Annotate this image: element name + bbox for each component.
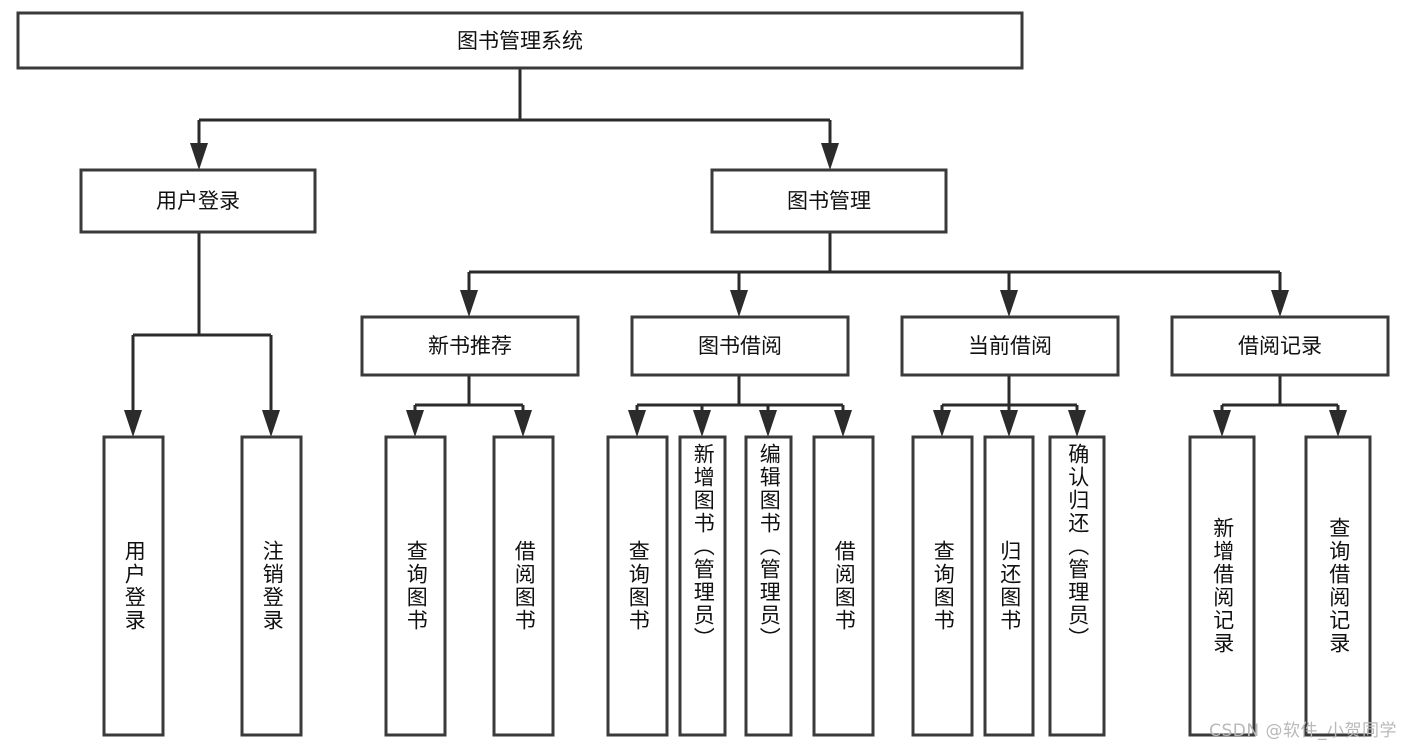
arrow-new-book-leaf2 bbox=[514, 410, 532, 437]
csdn-watermark: CSDN @软件_小贺同学 bbox=[1209, 721, 1397, 741]
node-label-book-borrow: 图书借阅 bbox=[698, 334, 782, 358]
node-layer: 图书管理系统 用户登录 图书管理 新书推荐 图书借阅 当前借阅 借阅记录 bbox=[16, 11, 1390, 737]
arrow-book-borrow-leaf2 bbox=[693, 410, 711, 437]
leaf-box-book-borrow-edit[interactable] bbox=[744, 435, 793, 737]
arrow-to-new-book bbox=[460, 290, 478, 317]
leaf-box-user-login-login[interactable] bbox=[102, 435, 165, 737]
leaf-box-new-book-borrow[interactable] bbox=[492, 435, 555, 737]
arrow-root-to-book-mgmt bbox=[821, 143, 839, 170]
connector-layer bbox=[124, 68, 1347, 437]
node-label-book-management: 图书管理 bbox=[787, 189, 871, 213]
leaf-box-borrow-record-add[interactable] bbox=[1188, 435, 1256, 737]
arrow-new-book-leaf1 bbox=[406, 410, 424, 437]
leaf-box-current-borrow-return[interactable] bbox=[983, 435, 1035, 737]
node-box-root[interactable] bbox=[16, 11, 1024, 70]
arrow-book-borrow-leaf4 bbox=[834, 410, 852, 437]
node-box-book-management[interactable] bbox=[710, 168, 948, 234]
arrow-current-borrow-leaf2 bbox=[1000, 410, 1018, 437]
node-box-current-borrow[interactable] bbox=[900, 315, 1120, 377]
node-box-book-borrow[interactable] bbox=[630, 315, 850, 377]
leaf-box-book-borrow-add[interactable] bbox=[678, 435, 727, 737]
arrow-user-login-leaf2 bbox=[262, 410, 280, 437]
node-label-current-borrow: 当前借阅 bbox=[968, 334, 1052, 358]
arrow-to-current-borrow bbox=[1000, 290, 1018, 317]
arrow-book-borrow-leaf1 bbox=[628, 410, 646, 437]
leaf-box-current-borrow-query[interactable] bbox=[911, 435, 974, 737]
node-box-user-login[interactable] bbox=[79, 168, 317, 234]
node-label-borrow-record: 借阅记录 bbox=[1238, 334, 1322, 358]
arrow-borrow-record-leaf2 bbox=[1329, 410, 1347, 437]
leaf-box-book-borrow-borrow[interactable] bbox=[812, 435, 875, 737]
arrow-user-login-leaf1 bbox=[124, 410, 142, 437]
node-label-new-book-recommend: 新书推荐 bbox=[428, 334, 512, 358]
node-box-borrow-record[interactable] bbox=[1170, 315, 1390, 377]
node-label-user-login: 用户登录 bbox=[156, 189, 240, 213]
node-box-new-book-recommend[interactable] bbox=[360, 315, 580, 377]
arrow-borrow-record-leaf1 bbox=[1213, 410, 1231, 437]
arrow-book-borrow-leaf3 bbox=[759, 410, 777, 437]
node-label-root: 图书管理系统 bbox=[457, 29, 583, 53]
leaf-box-current-borrow-confirm[interactable] bbox=[1048, 435, 1106, 737]
arrow-root-to-user-login bbox=[190, 143, 208, 170]
arrow-to-borrow-record bbox=[1271, 290, 1289, 317]
leaf-box-book-borrow-query[interactable] bbox=[606, 435, 669, 737]
arrow-to-book-borrow bbox=[730, 290, 748, 317]
leaf-box-new-book-query[interactable] bbox=[384, 435, 447, 737]
leaf-box-borrow-record-query[interactable] bbox=[1304, 435, 1372, 737]
leaf-box-user-login-logout[interactable] bbox=[240, 435, 303, 737]
arrow-current-borrow-leaf1 bbox=[933, 410, 951, 437]
arrow-current-borrow-leaf3 bbox=[1068, 410, 1086, 437]
